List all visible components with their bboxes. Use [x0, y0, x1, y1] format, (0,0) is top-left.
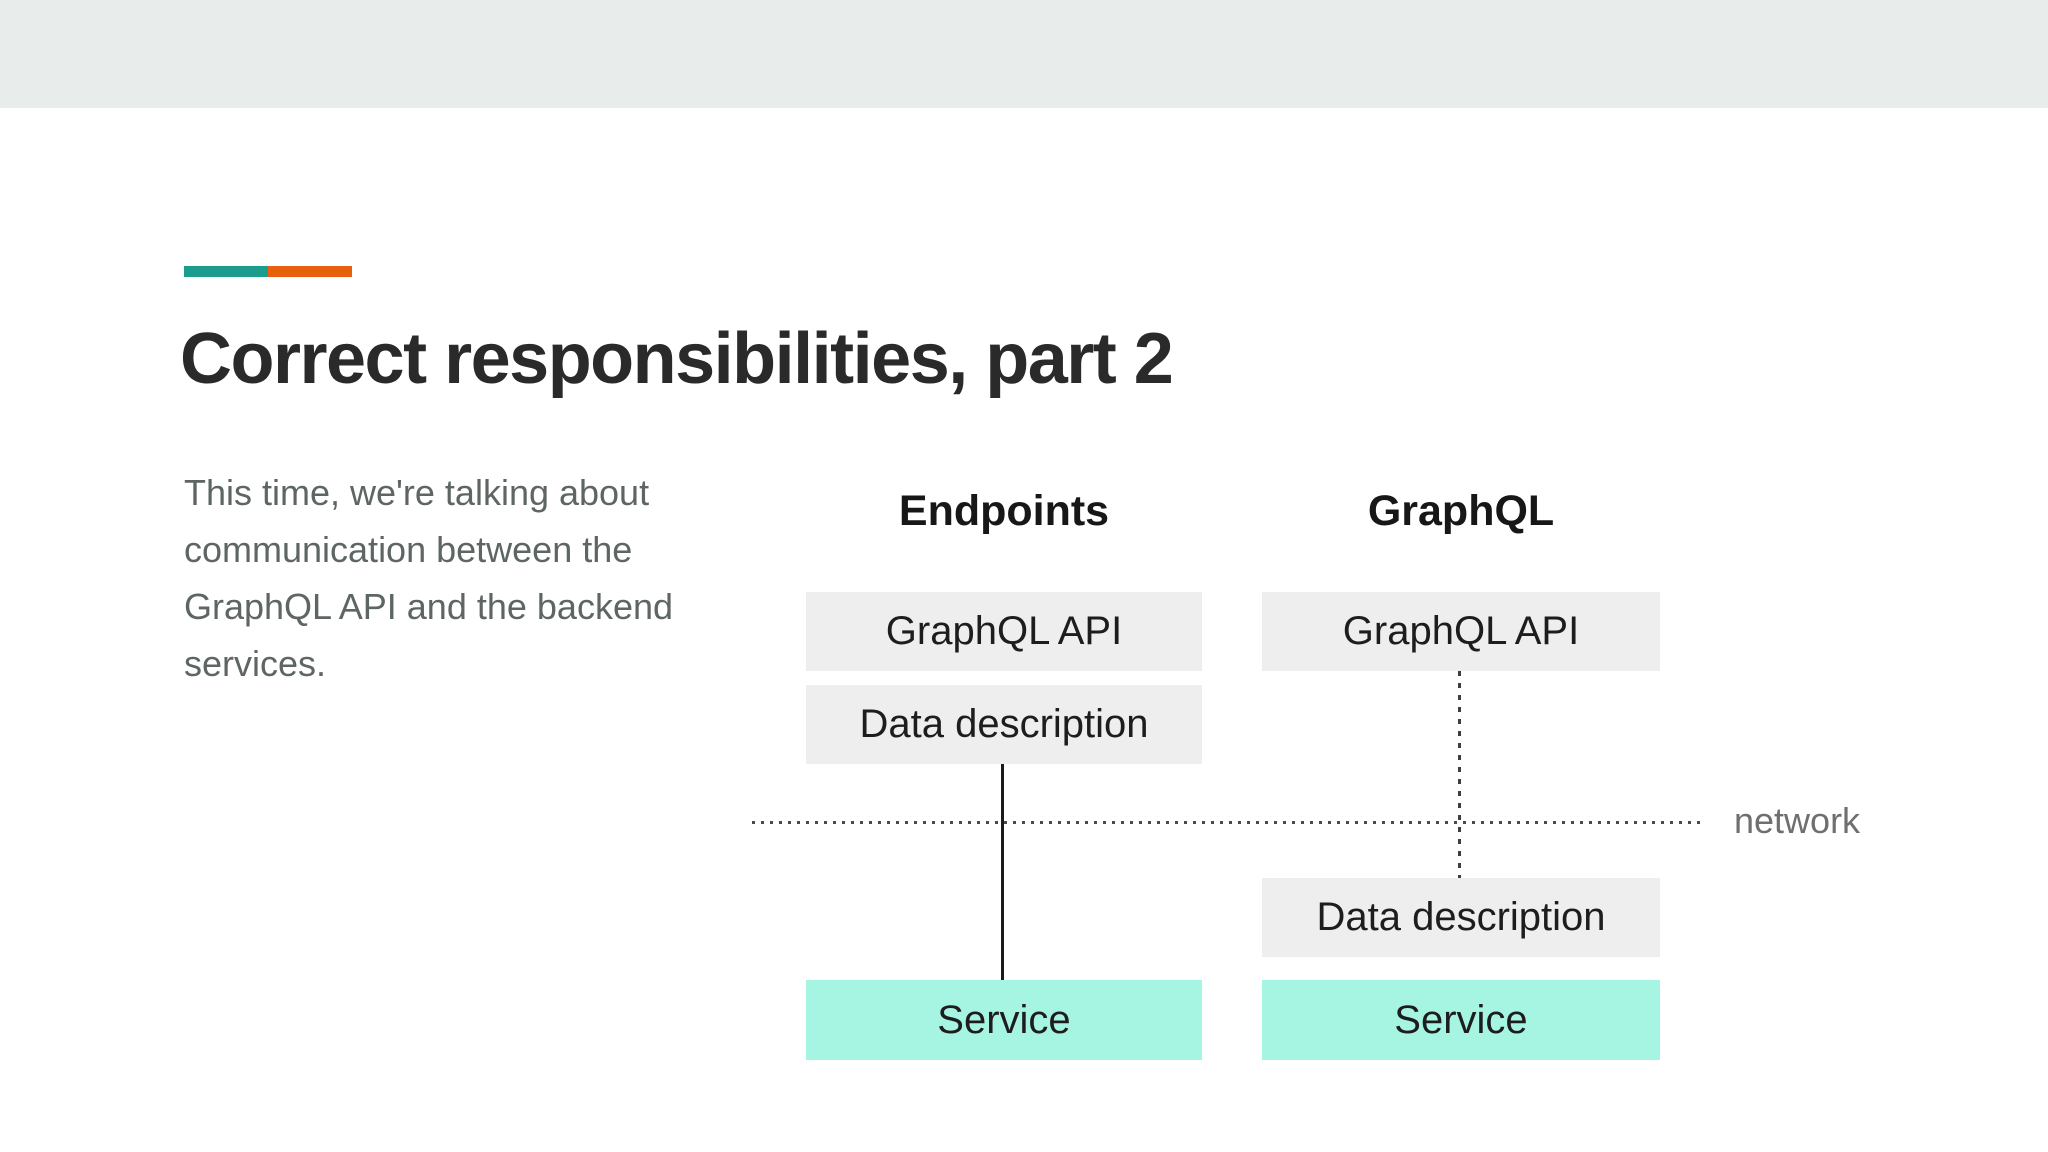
endpoints-data-description-box: Data description — [806, 685, 1202, 764]
network-boundary-dotted-line — [752, 821, 1706, 824]
accent-bar — [184, 266, 352, 277]
endpoints-solid-connector-line — [1001, 764, 1004, 980]
slide-title: Correct responsibilities, part 2 — [180, 319, 1174, 399]
graphql-graphql-api-box: GraphQL API — [1262, 592, 1660, 671]
graphql-column-heading: GraphQL — [1367, 487, 1555, 535]
graphql-service-box: Service — [1262, 980, 1660, 1060]
graphql-dotted-connector-line — [1458, 671, 1461, 878]
top-bar — [0, 0, 2048, 108]
endpoints-column-heading: Endpoints — [898, 487, 1110, 535]
accent-teal-segment — [184, 266, 268, 277]
accent-orange-segment — [268, 266, 352, 277]
network-label: network — [1734, 800, 1861, 841]
graphql-data-description-box: Data description — [1262, 878, 1660, 957]
endpoints-service-box: Service — [806, 980, 1202, 1060]
intro-paragraph: This time, we're talking about communica… — [184, 472, 674, 684]
endpoints-graphql-api-box: GraphQL API — [806, 592, 1202, 671]
